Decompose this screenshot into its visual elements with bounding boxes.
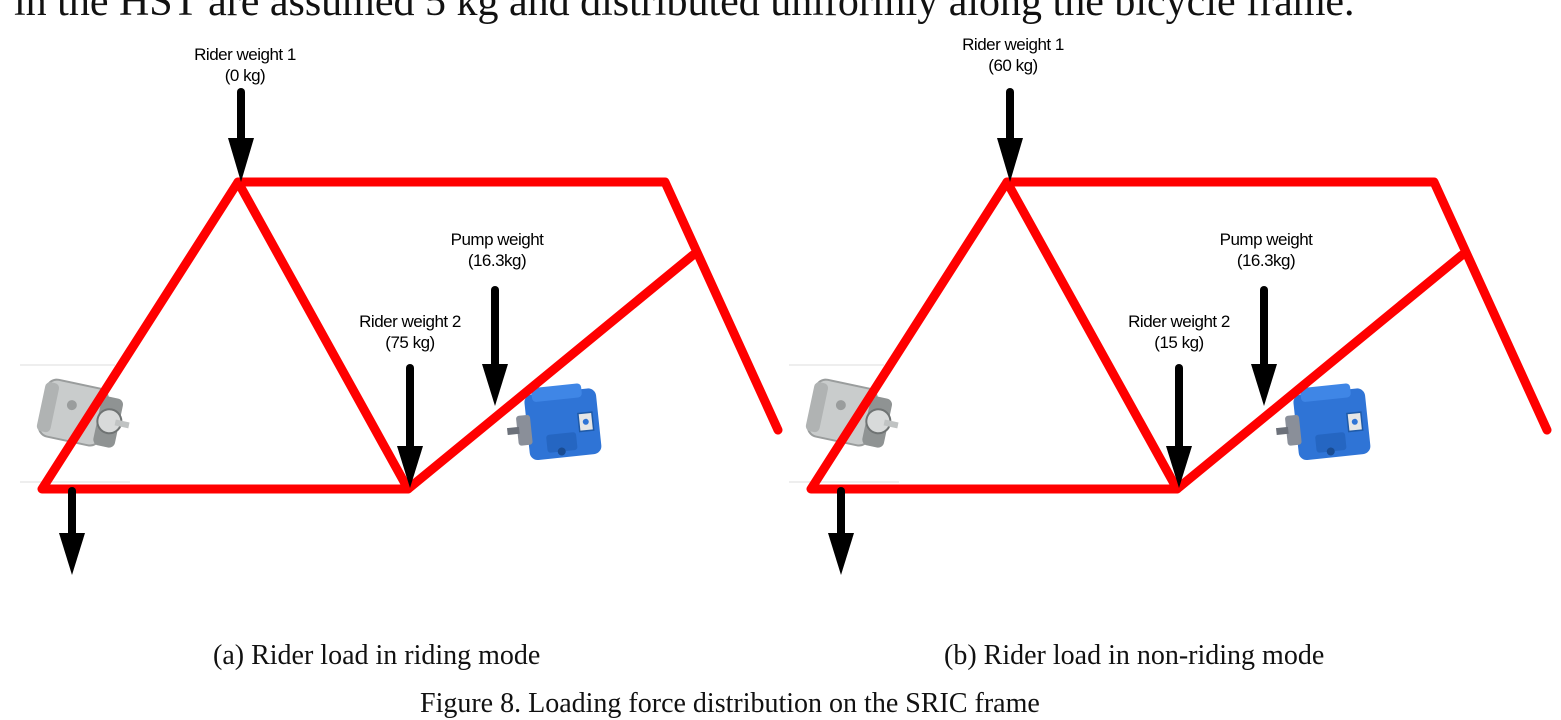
bicycle-frame-top [1002,177,1552,435]
bicycle-frame-top [233,177,783,435]
rider-weight-2-arrow [397,364,423,488]
rider-weight-2-value: (75 kg) [385,333,435,352]
rider-weight-1-arrow [997,88,1023,182]
bicycle-frame-chainstay [1172,250,1467,494]
rider-weight-1-label: Rider weight 1 (60 kg) [953,34,1073,76]
rider-weight-2-label: Rider weight 2 (15 kg) [1118,311,1240,353]
pump-weight-arrow [482,286,508,406]
pump-weight-value: (16.3kg) [467,251,527,270]
rider-weight-1-label: Rider weight 1 (0 kg) [185,44,305,86]
pump-weight-name: Pump weight [450,230,544,249]
rider-weight-2-label: Rider weight 2 (75 kg) [349,311,471,353]
intro-text: in the HST are assumed 5 kg and distribu… [14,0,1355,25]
pump-weight-value: (16.3kg) [1236,251,1296,270]
rider-weight-1-arrow [228,88,254,182]
pump-weight-name: Pump weight [1219,230,1313,249]
figure-caption: Figure 8. Loading force distribution on … [420,688,1040,719]
pump-weight-label: Pump weight (16.3kg) [1206,229,1326,271]
pump-weight-arrow [1251,286,1277,406]
panel-b-diagram [789,88,1552,575]
rider-weight-1-name: Rider weight 1 [194,45,296,64]
panel-a-diagram [20,88,783,575]
pump-weight-label: Pump weight (16.3kg) [437,229,557,271]
reaction-force-arrow [828,487,854,575]
rider-weight-2-name: Rider weight 2 [359,312,461,331]
bicycle-frame [806,177,1182,494]
rider-weight-1-value: (0 kg) [224,66,266,85]
bicycle-frame [37,177,413,494]
reaction-force-arrow [59,487,85,575]
rider-weight-2-name: Rider weight 2 [1128,312,1230,331]
rider-weight-2-value: (15 kg) [1154,333,1204,352]
bicycle-frame-chainstay [403,250,698,494]
rider-weight-1-name: Rider weight 1 [962,35,1064,54]
panel-a-caption: (a) Rider load in riding mode [213,640,541,671]
rider-weight-2-arrow [1166,364,1192,488]
panel-b-caption: (b) Rider load in non-riding mode [944,640,1325,671]
rider-weight-1-value: (60 kg) [988,56,1038,75]
